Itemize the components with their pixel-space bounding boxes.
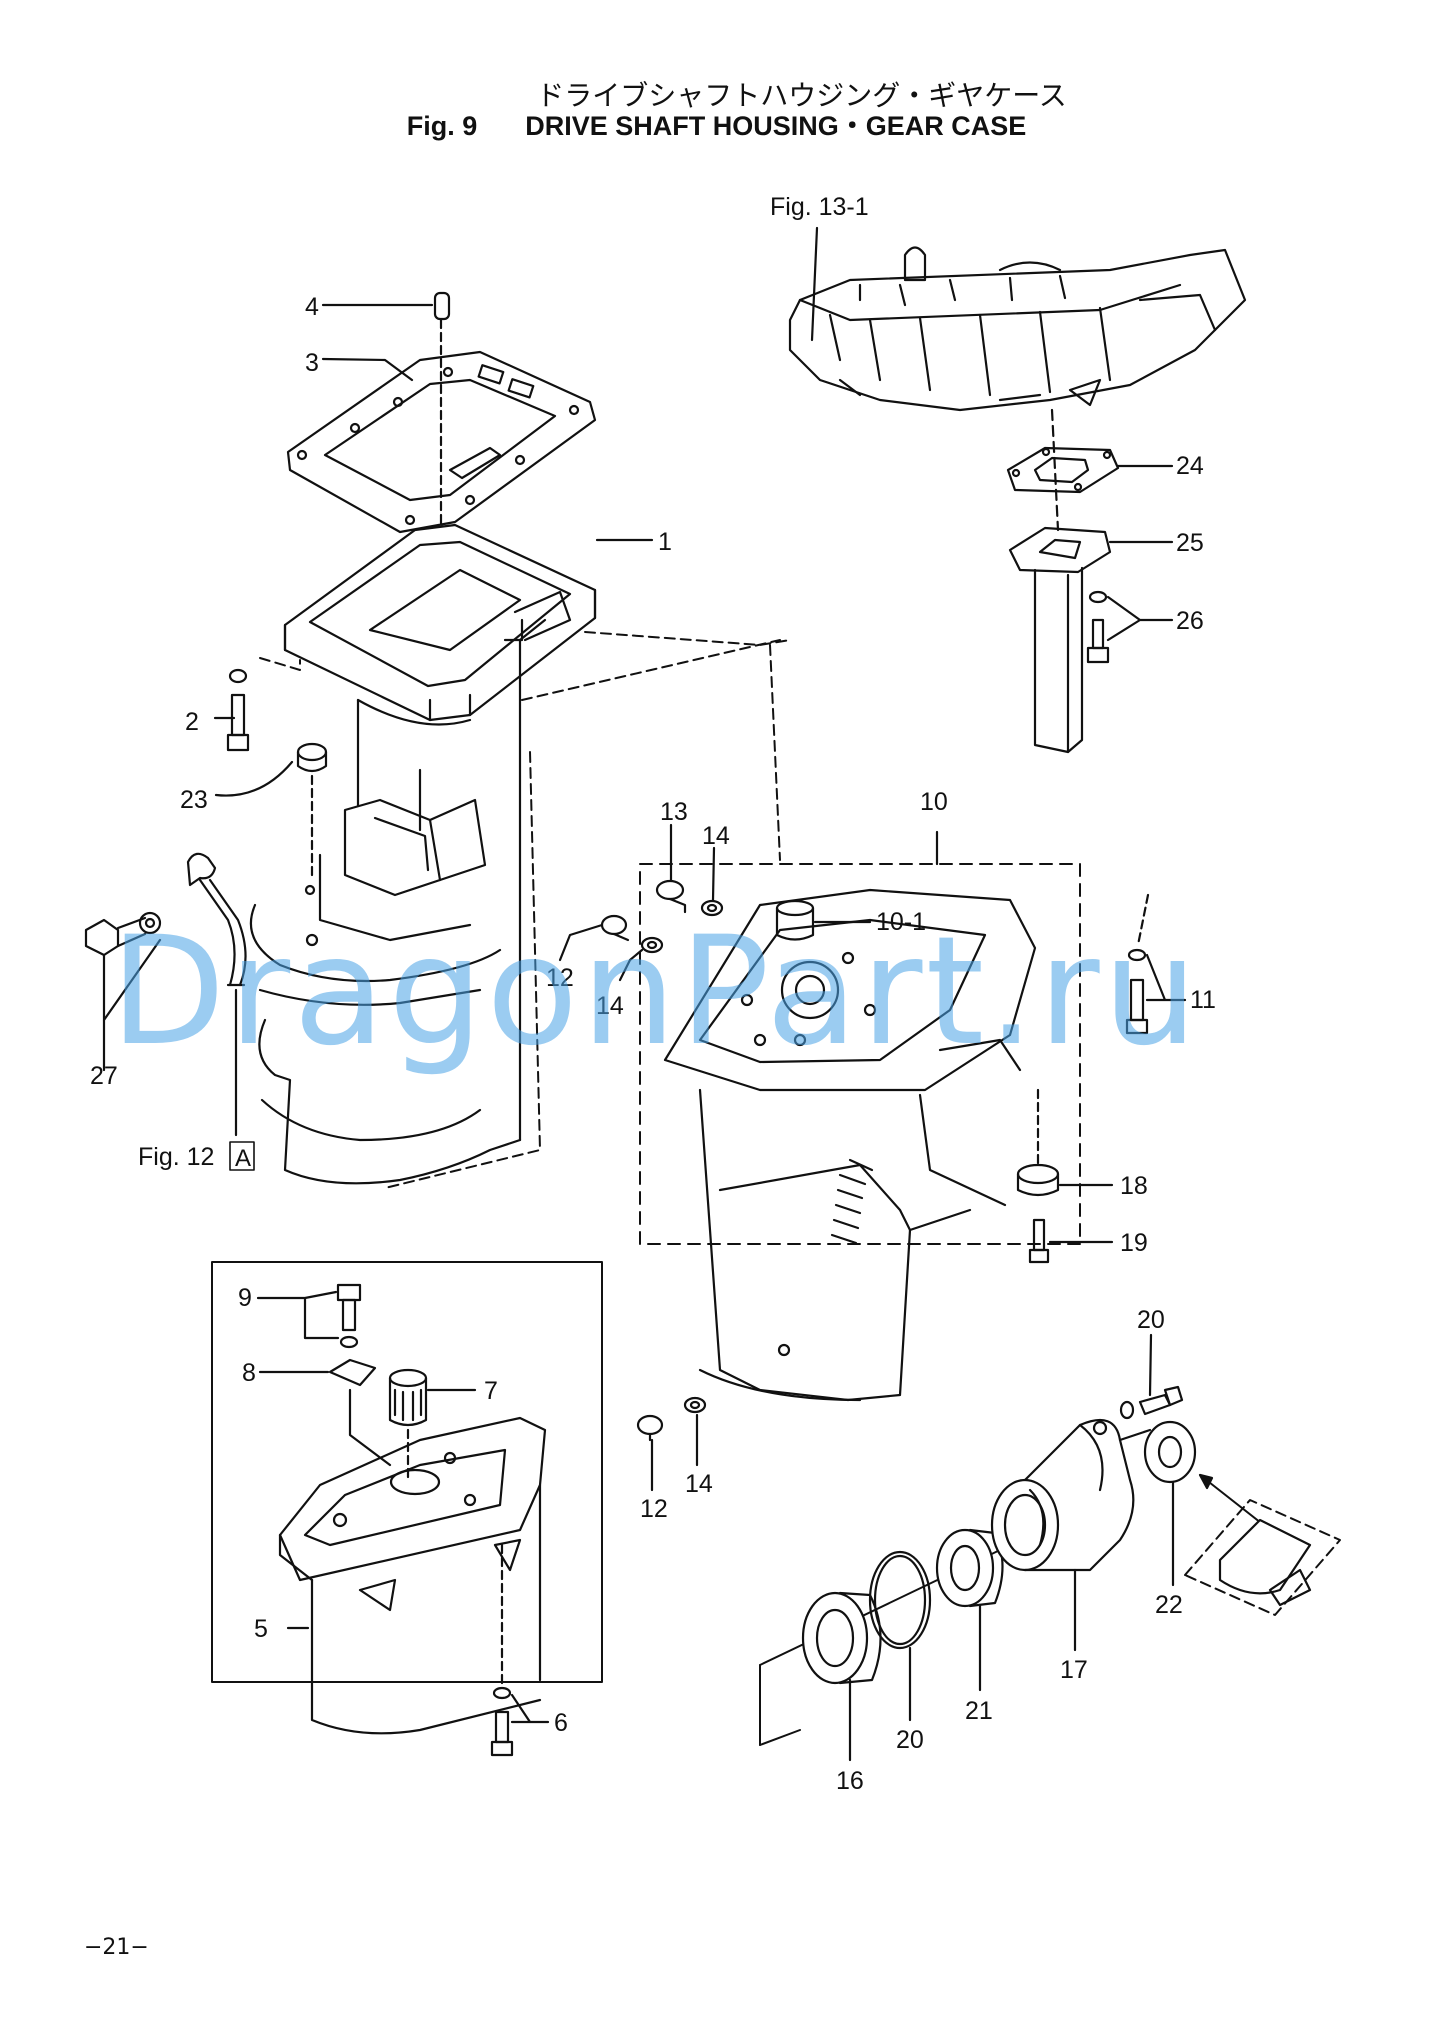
callout-8: 8 (242, 1359, 256, 1387)
part-6-bolt (490, 1686, 514, 1757)
part-11-bolt (1125, 948, 1149, 1035)
callout-24: 25 (1176, 529, 1204, 557)
callout-25: 24 (1176, 452, 1204, 480)
part-12-plug-lower (636, 1414, 664, 1442)
part-14-washer-mid (640, 936, 664, 954)
leader-fig13 (810, 226, 819, 342)
callout-19: 20 (1137, 1306, 1165, 1334)
part-18-propeller-shaft-housing (990, 1418, 1152, 1572)
figure-number: Fig. 9 (406, 111, 478, 141)
part-27-ground-wire (84, 852, 247, 987)
part-20-o-ring (868, 1550, 932, 1650)
callout-27: 27 (90, 1062, 118, 1090)
part-10-gear-case (663, 888, 1037, 1402)
fig12-box (229, 1141, 255, 1171)
callout-14-mid: 14 (596, 992, 624, 1020)
page-number: −21− (84, 1935, 149, 1960)
callout-11: 11 (1190, 986, 1216, 1014)
callout-22: 21 (965, 1697, 993, 1725)
callout-18: 17 (1060, 1656, 1088, 1684)
callout-4: 4 (305, 293, 319, 321)
part-10-1-bushing (775, 899, 815, 941)
part-4-dowel (433, 291, 451, 321)
part-19-bolt (1119, 1385, 1184, 1420)
part-14-washer-lower (683, 1396, 707, 1414)
callout-20: 20 (896, 1726, 924, 1754)
callout-23: 23 (180, 786, 208, 814)
callout-15: 18 (1120, 1172, 1148, 1200)
callout-14-lower: 14 (685, 1470, 713, 1498)
callout-14-top: 14 (702, 822, 730, 850)
part-25-gasket (1006, 446, 1120, 494)
callout-7: 7 (484, 1377, 498, 1405)
callout-3: 3 (305, 349, 319, 377)
watermark: DragonPart.ru (110, 905, 1201, 1079)
part-13-plug (655, 879, 687, 914)
callout-21: 22 (1155, 1591, 1183, 1619)
title-japanese: ドライブシャフトハウジング・ギヤケース (536, 79, 1067, 112)
callout-5: 5 (254, 1615, 268, 1643)
part-22-bearing (935, 1528, 1004, 1608)
part-5-water-pump-case (278, 1416, 547, 1735)
callout-10-1: 10-1 (876, 908, 926, 936)
callout-9: 9 (238, 1284, 252, 1312)
callout-16: 19 (1120, 1229, 1148, 1257)
part-8-plate (328, 1358, 377, 1387)
callout-10: 10 (920, 788, 948, 816)
callout-labels: 4 3 1 2 23 27 10 13 14 10-1 12 14 11 18 … (90, 193, 1216, 1795)
callout-12-lower: 12 (640, 1495, 668, 1523)
pump-box-frame (211, 1261, 603, 1683)
part-16-bolt (1028, 1218, 1050, 1264)
fig12-reference: Fig. 12 (138, 1143, 214, 1171)
part-23-plug (296, 742, 328, 773)
callout-1: 1 (658, 528, 672, 556)
propeller-shaft-detail (1184, 1499, 1341, 1616)
callout-12-upper: 12 (546, 964, 574, 992)
fig13-reference: Fig. 13-1 (770, 193, 869, 221)
callout-17: 16 (836, 1767, 864, 1795)
part-24-exhaust-pipe (1008, 408, 1112, 754)
figure-title: DRIVE SHAFT HOUSING・GEAR CASE (525, 111, 1027, 141)
callout-6: 6 (554, 1709, 568, 1737)
callout-13: 13 (660, 798, 688, 826)
assembly-10-frame (639, 863, 1081, 1245)
title-english: Fig. 9 DRIVE SHAFT HOUSING・GEAR CASE (0, 104, 1433, 143)
part-2-bolt (226, 668, 250, 752)
part-7-impeller (388, 1368, 428, 1427)
callout-26: 26 (1176, 607, 1204, 635)
callout-2: 2 (185, 708, 199, 736)
part-21-seal (1143, 1420, 1197, 1484)
part-14-washer-top (700, 899, 724, 917)
part-9-bolt (336, 1283, 362, 1349)
engine-block-reference (788, 246, 1247, 412)
fig12-box-letter: A (235, 1145, 251, 1172)
part-17-bearing (801, 1591, 882, 1685)
part-1-drive-shaft-housing (249, 523, 597, 1185)
part-26-bolt (1086, 590, 1110, 664)
part-15-grommet (1016, 1163, 1060, 1197)
